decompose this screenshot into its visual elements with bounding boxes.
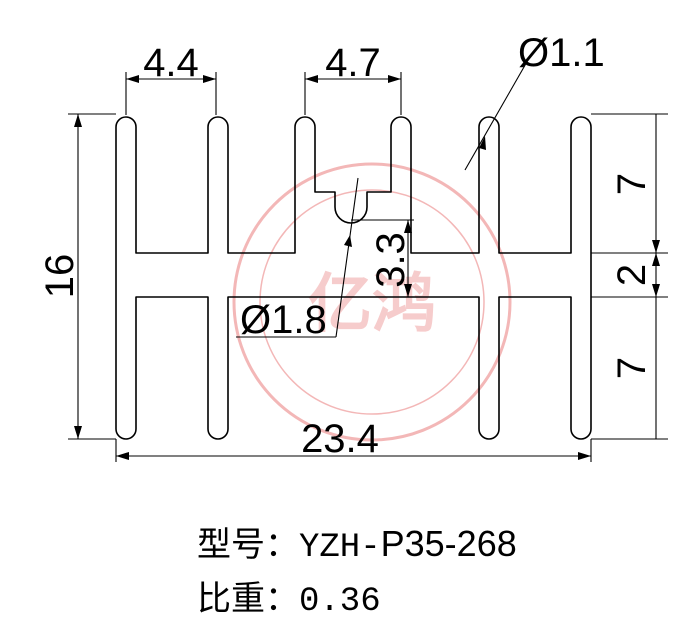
- dim-total-height: 16: [38, 254, 82, 299]
- model-row: 型号：YZH-P35-268: [197, 523, 517, 567]
- dim-fin-tip-diameter: Ø1.1: [518, 31, 605, 75]
- extension-lines: [68, 72, 668, 462]
- arrowheads: [74, 75, 660, 460]
- model-label: 型号：: [197, 525, 299, 565]
- watermark-ring: [232, 162, 512, 442]
- heatsink-profile: [115, 116, 592, 440]
- weight-label: 比重：: [197, 579, 299, 619]
- dim-slot-width: 4.7: [325, 41, 381, 85]
- dimension-lines: [77, 59, 657, 457]
- dim-base-thickness: 2: [610, 264, 654, 286]
- dim-groove-depth: 3.3: [369, 232, 413, 288]
- watermark-inner-ring: [259, 189, 485, 415]
- weight-value: 0.36: [299, 583, 381, 621]
- dim-lower-fin-height: 7: [610, 357, 654, 379]
- watermark-text: 亿鸿: [308, 268, 436, 342]
- dim-fin-gap: 4.4: [143, 41, 199, 85]
- model-code: P35-268: [380, 523, 517, 564]
- model-prefix: YZH-: [299, 529, 381, 567]
- dim-total-width: 23.4: [301, 417, 379, 461]
- weight-row: 比重：0.36: [197, 582, 381, 619]
- dim-groove-diameter: Ø1.8: [240, 298, 327, 342]
- watermark: 亿鸿: [232, 162, 512, 442]
- dim-upper-fin-height: 7: [610, 173, 654, 195]
